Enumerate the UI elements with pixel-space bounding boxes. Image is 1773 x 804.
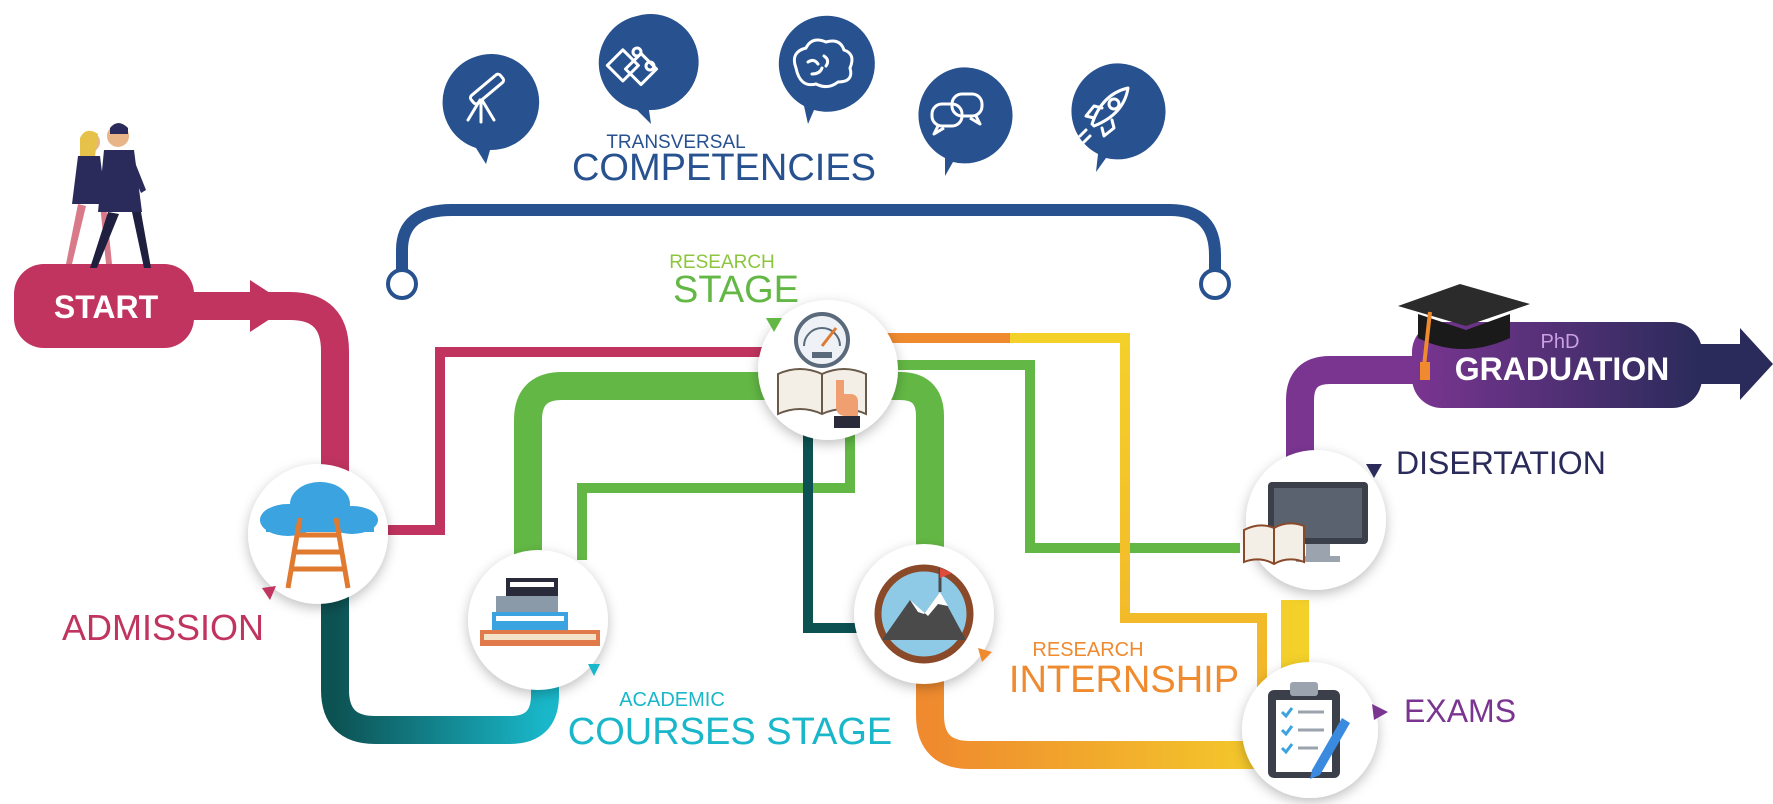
internship-label: INTERNSHIP [1009, 659, 1239, 701]
cloud-ladder-icon [260, 482, 378, 589]
graduation-label: GRADUATION [1455, 351, 1670, 387]
rocket-icon [1078, 86, 1130, 144]
clipboard-checklist-icon [1268, 682, 1350, 779]
graduation-small-label: PhD [1541, 331, 1580, 353]
path-admission-academic [321, 560, 559, 744]
brain-icon [792, 38, 854, 89]
path-research-dissertation-green [890, 360, 1240, 553]
puzzle-bubble [598, 14, 699, 124]
admission-pointer [262, 586, 276, 600]
start-node: START [14, 264, 290, 348]
path-research-internship-teal [803, 430, 860, 633]
academic-label: COURSES STAGE [568, 711, 892, 753]
academic-pointer [588, 664, 600, 676]
brain-bubble [778, 15, 875, 124]
telescope-icon [466, 72, 506, 124]
books-icon [480, 578, 600, 646]
research-stage-pointer [766, 318, 782, 332]
path-start-admission [190, 292, 349, 480]
path-dissertation-graduation [1286, 356, 1430, 470]
path-research-exams-orange [880, 333, 1267, 690]
telescope-bubble [442, 54, 540, 164]
computer-book-icon [1243, 482, 1368, 566]
admission-label: ADMISSION [62, 607, 264, 648]
competencies-bracket [386, 204, 1231, 300]
competencies-label: COMPETENCIES [572, 147, 876, 189]
dissertation-label: DISERTATION [1396, 445, 1606, 481]
path-academic-green-loop [514, 372, 944, 600]
path-admission-research [388, 347, 770, 535]
rocket-bubble [1071, 63, 1166, 172]
puzzle-icon [605, 46, 659, 87]
academic-small-label: ACADEMIC [619, 689, 725, 711]
competencies-small-label: TRANSVERSAL [606, 132, 745, 153]
chat-bubble [918, 67, 1013, 176]
gauge-book-icon [777, 312, 867, 428]
walking-couple-illustration [66, 123, 151, 268]
exams-label: EXAMS [1404, 693, 1516, 729]
research-stage-small-label: RESEARCH [669, 252, 775, 273]
path-academic-research-thin [577, 430, 855, 560]
graduation-cap-icon [1398, 284, 1530, 380]
mountain-flag-icon [874, 564, 974, 664]
exams-pointer [1372, 704, 1388, 720]
internship-pointer [978, 648, 992, 662]
research-stage-label: STAGE [673, 269, 799, 311]
internship-small-label: RESEARCH [1032, 639, 1143, 661]
start-label: START [54, 289, 159, 325]
dissertation-pointer [1366, 464, 1382, 478]
chat-bubbles-icon [930, 92, 984, 136]
